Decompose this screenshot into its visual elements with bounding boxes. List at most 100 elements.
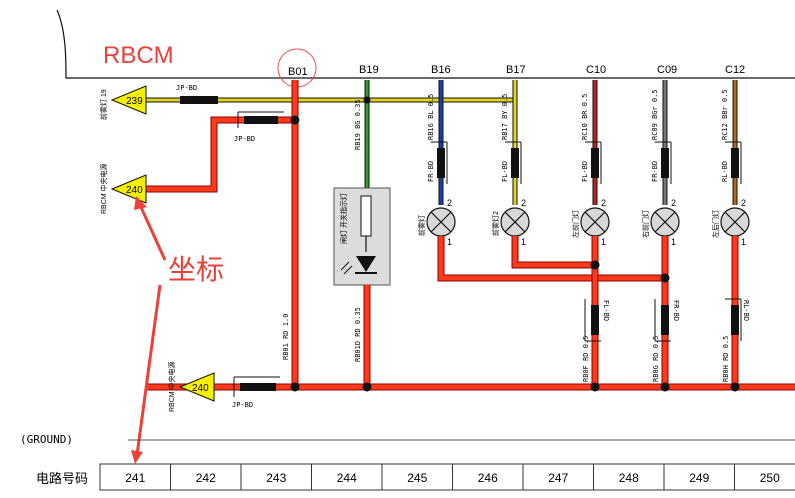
junction-dot — [590, 382, 600, 392]
svg-text:240: 240 — [126, 185, 143, 196]
lamp-icon — [500, 207, 530, 237]
connector-rl-bd-low-label: RL-BD — [742, 300, 750, 321]
lamp4-label: 右前门灯 — [641, 210, 650, 238]
connector-fl-bd — [511, 148, 519, 178]
junction-dot — [290, 115, 300, 125]
connector-jp-bd-mid — [244, 116, 278, 124]
connector-fl-bd-low-label: FL-BD — [602, 300, 610, 321]
circuit-number: 246 — [478, 471, 498, 485]
circuit-number: 248 — [619, 471, 639, 485]
pin-label-c12: C12 — [725, 64, 745, 76]
annotation-label: 坐标 — [168, 254, 224, 285]
pin-label-c10: C10 — [586, 64, 606, 76]
wire-240-outline — [146, 116, 295, 193]
junction-dot — [590, 260, 600, 270]
junction-dot — [660, 273, 670, 283]
svg-text:239: 239 — [126, 96, 143, 107]
svg-text:240: 240 — [192, 383, 209, 394]
connector-rl-bd — [731, 148, 739, 178]
lamp2-label: 前雾灯2 — [491, 211, 500, 236]
connector-fr-bd-low — [661, 305, 669, 335]
pin-label-b19: B19 — [359, 64, 379, 76]
circuit-number: 247 — [548, 471, 568, 485]
wire-lamp-return-outline — [511, 236, 595, 269]
pin-label-b01: B01 — [288, 66, 308, 78]
module-frame — [56, 9, 795, 79]
pin-label-c09: C09 — [657, 64, 677, 76]
circuit-number: 242 — [196, 471, 216, 485]
circuit-row-label: 电路号码 — [36, 471, 88, 486]
circuit-cell — [522, 463, 594, 491]
ref-arrow-239: 239 — [110, 85, 147, 115]
lamp-pin-2: 2 — [521, 198, 526, 208]
connector-jp-bd-bottom-shell — [233, 376, 280, 397]
circuit-cell — [240, 463, 312, 491]
lamp-pin-2: 2 — [601, 198, 606, 208]
junction-dot — [290, 382, 300, 392]
ground-label: (GROUND) — [20, 433, 73, 446]
wire-b01-label: RB01 RD 1.0 — [282, 314, 290, 360]
wire-rb0g-label: RB0G RD 0.5 — [652, 336, 660, 382]
led-diode — [356, 256, 376, 272]
lamp-icon — [426, 207, 456, 237]
junction-dot — [363, 96, 371, 104]
lamp1-label: 前雾灯 — [417, 215, 426, 236]
annotation-arrow-up — [138, 204, 167, 261]
annotation-arrowhead-up — [134, 196, 147, 210]
lamp-icon — [580, 207, 610, 237]
annotation-arrow-down — [135, 284, 162, 456]
connector-fl-bd-2-label: FL-BD — [581, 161, 589, 182]
connector-jp-bd-top-label: JP-BD — [176, 84, 197, 92]
connector-fr-bd-2 — [661, 148, 669, 178]
wire-rb0f-label: RB0F RD 0.5 — [582, 336, 590, 382]
junction-dot — [730, 382, 740, 392]
junction-dot — [660, 382, 670, 392]
connector-jp-bd-top — [180, 96, 218, 104]
connector-fl-bd-2-shell — [585, 141, 602, 184]
wire-lamp-return — [438, 236, 665, 281]
connector-rl-bd-low — [731, 305, 739, 335]
circuit-number: 245 — [407, 471, 427, 485]
circuit-cell — [99, 463, 171, 491]
lamp-pin-2: 2 — [671, 198, 676, 208]
connector-rl-bd-low-shell — [725, 298, 742, 341]
lamp-pin-1: 1 — [671, 237, 676, 247]
lamp3-label: 左前门灯 — [571, 210, 580, 238]
annotation-arrowhead-down — [131, 450, 143, 464]
circuit-cell — [452, 463, 524, 491]
switch-box-label: 闸灯 开关指示灯 — [339, 193, 348, 244]
connector-fl-bd-low — [591, 305, 599, 335]
lamp-icon — [720, 207, 750, 237]
wire-c10-label: RC10 BR 0.5 — [581, 94, 589, 140]
connector-jp-bd-bottom-label: JP-BD — [232, 401, 253, 409]
wire-rb01d-label: RB01D RD 0.35 — [354, 307, 362, 362]
wire-lamp-return-outline — [437, 236, 665, 282]
connector-fl-bd-shell — [505, 141, 522, 184]
wire-240 — [146, 117, 295, 192]
lamp-pin-1: 1 — [447, 237, 452, 247]
connector-fr-bd-low-shell — [654, 299, 671, 342]
connector-fr-bd-shell — [431, 141, 448, 184]
circuit-number: 250 — [760, 471, 780, 485]
wire-b17-label: RB17 BY 0.5 — [501, 94, 509, 140]
connector-fr-bd-label: FR-BD — [427, 161, 435, 182]
connector-rl-bd-label: RL-BD — [721, 161, 729, 182]
pin-label-b16: B16 — [431, 64, 451, 76]
circuit-cell — [734, 463, 795, 491]
lamp-pin-1: 1 — [601, 237, 606, 247]
circuit-number: 241 — [125, 471, 145, 485]
lamp-pin-1: 1 — [741, 237, 746, 247]
connector-fr-bd-2-label: FR-BD — [651, 161, 659, 182]
ref-239-label: 前雾灯 19 — [99, 89, 108, 120]
circuit-number: 244 — [337, 471, 357, 485]
wire-c12-label: RC12 BBr 0.5 — [721, 89, 729, 140]
connector-jp-bd-mid-label: JP-BD — [234, 135, 255, 143]
connector-jp-bd-bottom — [240, 383, 276, 391]
wire-b19-label: RB19 BG 0.35 — [354, 99, 362, 150]
ref-240-label: RBCM 中央电源 — [99, 163, 108, 214]
pin-label-b17: B17 — [506, 64, 526, 76]
lamp5-label: 左后门灯 — [711, 210, 720, 238]
circuit-cell — [311, 463, 383, 491]
